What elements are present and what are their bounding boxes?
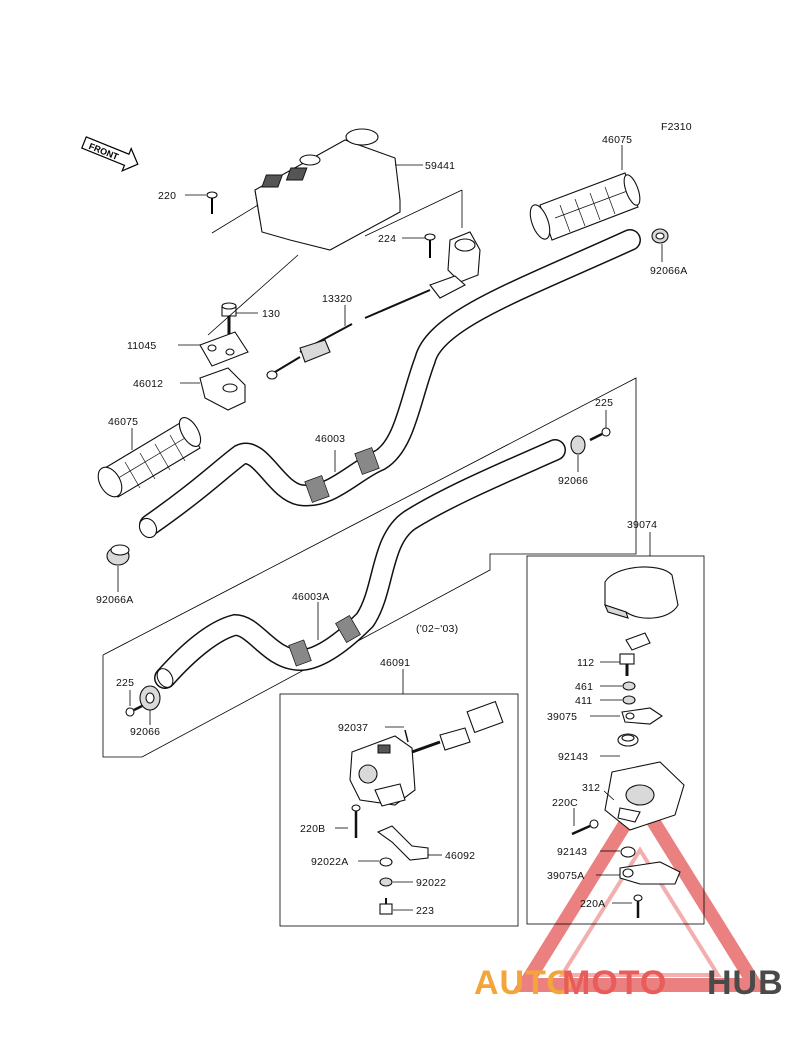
part-label-92022: 92022 — [416, 877, 446, 889]
screw-220-part — [206, 191, 218, 214]
year-note: ('02~'03) — [416, 623, 458, 635]
switch-assembly-box — [279, 693, 519, 927]
switch-housing-part — [349, 735, 416, 807]
bolt-112-part — [619, 653, 635, 676]
screw-220C-part — [571, 819, 599, 836]
part-label-92022A: 92022A — [311, 856, 348, 868]
screw-220B-part — [351, 804, 361, 838]
watermark-logo: AUTO MOTO HUB — [474, 964, 784, 1002]
handlebar-cover-part — [254, 128, 401, 251]
part-label-11045: 11045 — [127, 340, 156, 352]
front-arrow-icon: FRONT — [81, 136, 139, 172]
part-label-46092: 46092 — [445, 850, 475, 862]
part-label-46091: 46091 — [380, 657, 410, 669]
end-cap-92066A-left-part — [106, 544, 130, 566]
part-label-59441: 59441 — [425, 160, 455, 172]
throttle-housing-part — [604, 761, 685, 831]
part-label-46012: 46012 — [133, 378, 163, 390]
part-label-223: 223 — [416, 905, 434, 917]
part-label-92143-a: 92143 — [558, 751, 588, 763]
part-label-92066-top: 92066 — [558, 475, 588, 487]
part-label-225-bottom: 225 — [116, 677, 134, 689]
watermark-auto: AUTO — [474, 964, 574, 1002]
wire-92037-part — [404, 729, 409, 743]
watermark-moto: MOTO — [562, 964, 667, 1002]
throttle-assembly-box — [526, 555, 705, 925]
spring-92143-a-part — [617, 733, 639, 747]
part-label-46003: 46003 — [315, 433, 345, 445]
part-label-39075: 39075 — [547, 711, 577, 723]
choke-lever-part — [429, 231, 481, 299]
figure-code: F2310 — [661, 121, 692, 133]
part-label-130: 130 — [262, 308, 280, 320]
part-label-220A: 220A — [580, 898, 605, 910]
part-label-312: 312 — [582, 782, 600, 794]
part-label-112: 112 — [577, 657, 594, 669]
handlebar-46003A-box — [102, 377, 637, 758]
part-label-13320: 13320 — [322, 293, 352, 305]
part-label-220C: 220C — [552, 797, 578, 809]
bracket-11045-part — [199, 331, 249, 367]
handlebar-46003-part — [138, 229, 641, 539]
part-label-220: 220 — [158, 190, 176, 202]
part-label-46075-left: 46075 — [108, 416, 138, 428]
part-label-461: 461 — [575, 681, 593, 693]
part-label-39075A: 39075A — [547, 870, 584, 882]
cable-13320-part — [266, 289, 431, 380]
spring-92143-b-part — [620, 846, 636, 858]
washer-411-part — [622, 695, 636, 705]
washer-92022-part — [379, 877, 393, 887]
part-label-220B: 220B — [300, 823, 325, 835]
part-label-92066A-top: 92066A — [650, 265, 687, 277]
part-label-225-top: 225 — [595, 397, 613, 409]
washer-461-part — [622, 681, 636, 691]
end-cap-92066A-right-part — [651, 228, 669, 244]
holder-46012-part — [199, 367, 246, 411]
part-label-92066A-left: 92066A — [96, 594, 133, 606]
lever-39075-part — [621, 707, 663, 725]
part-label-46075-top: 46075 — [602, 134, 632, 146]
spring-clip-part — [625, 632, 651, 651]
part-label-46003A: 46003A — [292, 591, 329, 603]
lever-46092-part — [376, 825, 429, 861]
part-label-92143-b: 92143 — [557, 846, 587, 858]
screw-225-bottom-part — [125, 704, 143, 717]
weight-92066-top-part — [570, 435, 586, 455]
screw-225-top-part — [589, 427, 611, 442]
watermark-triangle — [512, 786, 768, 992]
switch-cable-part — [411, 700, 504, 754]
part-label-411: 411 — [575, 695, 592, 707]
grip-46075-left-part — [97, 417, 202, 498]
screw-220A-part — [633, 894, 643, 918]
grip-46075-right-part — [529, 172, 641, 241]
lever-39075A-part — [619, 861, 681, 885]
part-label-92066-bottom: 92066 — [130, 726, 160, 738]
nut-223-part — [379, 898, 393, 915]
screw-224-part — [424, 233, 436, 258]
throttle-cover-part — [604, 566, 679, 619]
watermark-hub: HUB — [707, 964, 784, 1002]
handlebar-46003A-part — [154, 439, 566, 689]
part-label-39074: 39074 — [627, 519, 657, 531]
part-label-224: 224 — [378, 233, 396, 245]
washer-92022A-part — [379, 857, 393, 867]
part-label-92037: 92037 — [338, 722, 368, 734]
weight-92066-bottom-part — [139, 685, 161, 711]
